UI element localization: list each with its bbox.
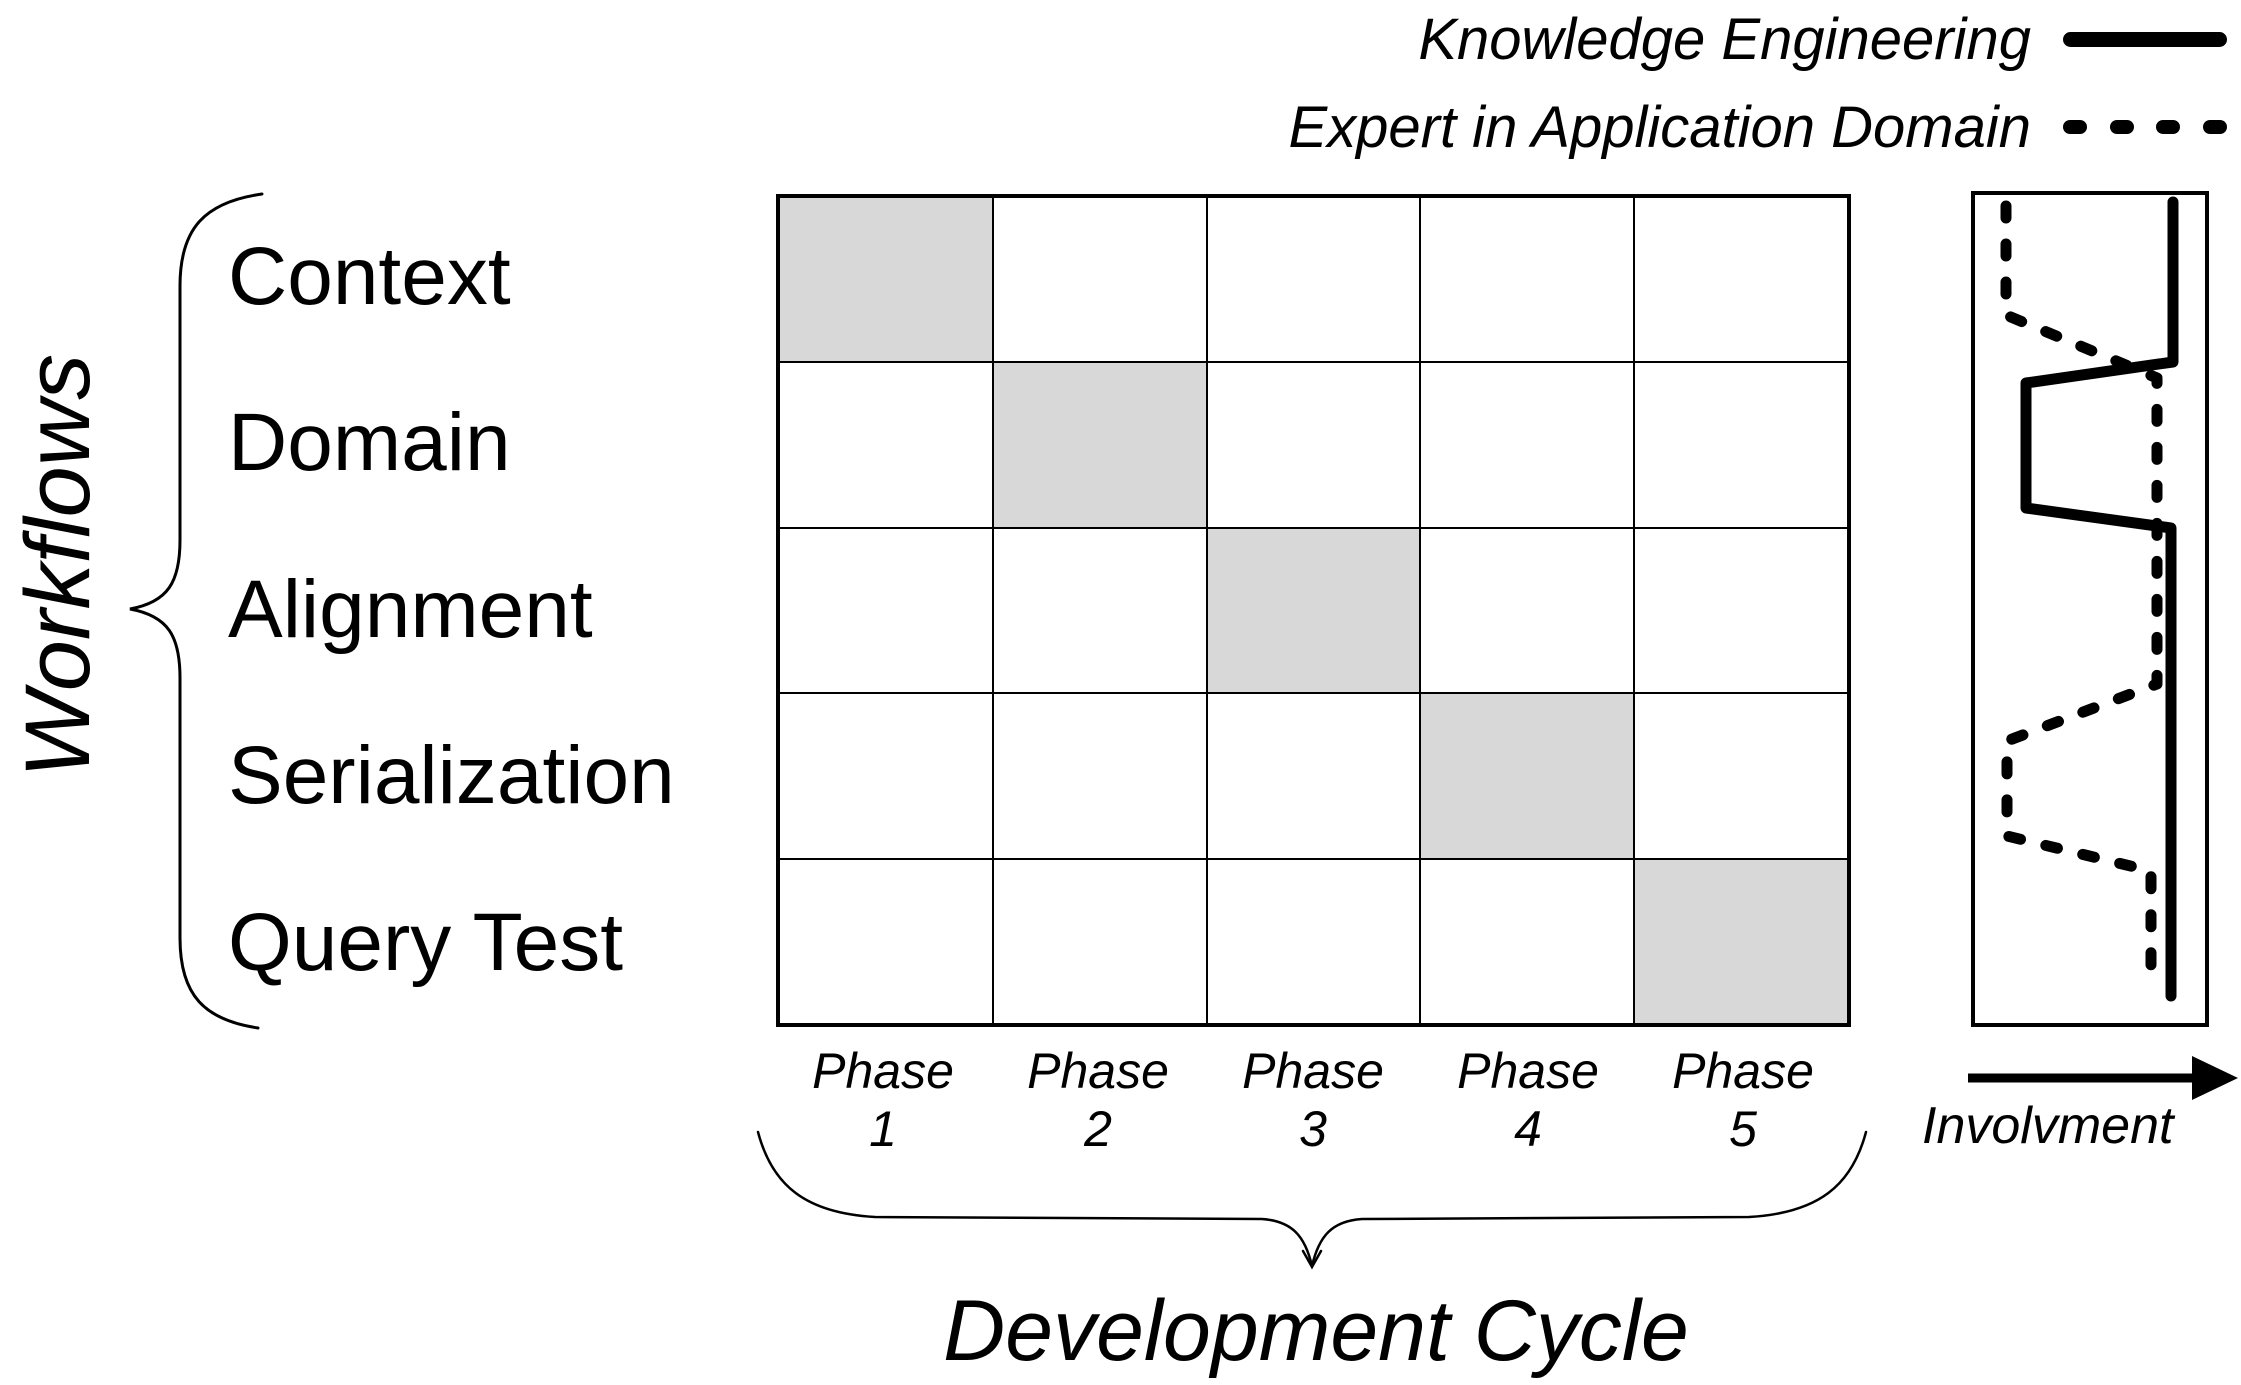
phase-word: Phase <box>812 1043 954 1099</box>
grid-cell-2-0 <box>779 527 993 694</box>
development-cycle-label: Development Cycle <box>943 1283 1689 1379</box>
grid-cell-3-2 <box>1206 693 1421 859</box>
grid-cell-0-0 <box>779 197 993 363</box>
grid-cell-3-1 <box>992 693 1207 859</box>
phase-label-2: Phase 2 <box>991 1042 1205 1158</box>
grid-cell-0-3 <box>1420 197 1635 363</box>
grid-cell-1-1 <box>992 362 1207 528</box>
grid-cell-2-2 <box>1206 527 1421 694</box>
grid-cell-3-4 <box>1634 693 1848 859</box>
phase-word: Phase <box>1457 1043 1599 1099</box>
phase-word: Phase <box>1672 1043 1814 1099</box>
row-label-serialization: Serialization <box>228 730 675 821</box>
grid-cell-4-3 <box>1420 858 1635 1024</box>
phase-number: 3 <box>1299 1101 1327 1157</box>
grid-cell-1-0 <box>779 362 993 528</box>
legend-label-expert: Expert in Application Domain <box>1288 94 2031 160</box>
grid-cell-1-2 <box>1206 362 1421 528</box>
grid-cell-2-1 <box>992 527 1207 694</box>
grid-cell-2-4 <box>1634 527 1848 694</box>
phase-number: 5 <box>1729 1101 1757 1157</box>
grid-cell-0-1 <box>992 197 1207 363</box>
row-label-alignment: Alignment <box>228 564 593 655</box>
brace-tip-arrow <box>1301 1249 1323 1270</box>
grid-cell-2-3 <box>1420 527 1635 694</box>
phase-word: Phase <box>1242 1043 1384 1099</box>
grid-cell-0-2 <box>1206 197 1421 363</box>
grid-cell-1-4 <box>1634 362 1848 528</box>
workflows-axis-label: Workflows <box>7 353 109 779</box>
grid-cell-4-1 <box>992 858 1207 1024</box>
dot <box>2063 120 2087 134</box>
row-label-context: Context <box>228 231 511 322</box>
legend-item-expert: Expert in Application Domain <box>1288 90 2227 164</box>
phase-number: 1 <box>869 1101 897 1157</box>
grid-cell-0-4 <box>1634 197 1848 363</box>
phase-number: 2 <box>1084 1101 1112 1157</box>
phase-label-5: Phase 5 <box>1636 1042 1850 1158</box>
dot <box>2156 120 2181 134</box>
row-label-query-test: Query Test <box>228 897 623 988</box>
involvement-panel-box <box>1971 191 2209 1027</box>
legend-label-knowledge-engineering: Knowledge Engineering <box>1418 6 2031 72</box>
row-label-domain: Domain <box>228 397 511 488</box>
legend-item-knowledge-engineering: Knowledge Engineering <box>1418 2 2227 76</box>
phase-number: 4 <box>1514 1101 1542 1157</box>
grid-cell-4-0 <box>779 858 993 1024</box>
phase-label-1: Phase 1 <box>776 1042 990 1158</box>
grid-cell-3-0 <box>779 693 993 859</box>
involvement-arrow-head <box>2192 1056 2238 1100</box>
phase-word: Phase <box>1027 1043 1169 1099</box>
phase-grid <box>776 194 1851 1027</box>
grid-cell-3-3 <box>1420 693 1635 859</box>
dot <box>2109 120 2134 134</box>
dot <box>2202 120 2227 134</box>
expert-domain-curve <box>2000 200 2163 996</box>
dotted-line-swatch <box>2063 120 2227 134</box>
grid-cell-4-2 <box>1206 858 1421 1024</box>
involvement-axis-label: Involvment <box>1922 1097 2174 1155</box>
knowledge-engineering-curve <box>2020 196 2179 1002</box>
solid-line-swatch <box>2063 31 2227 47</box>
phase-label-4: Phase 4 <box>1421 1042 1635 1158</box>
grid-cell-1-3 <box>1420 362 1635 528</box>
grid-cell-4-4 <box>1634 858 1848 1024</box>
phase-label-3: Phase 3 <box>1206 1042 1420 1158</box>
